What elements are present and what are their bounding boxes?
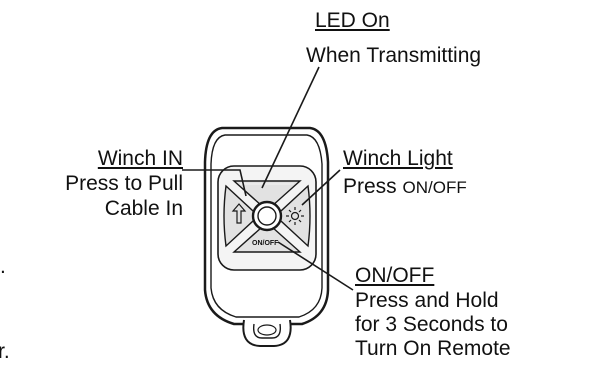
keychain-hole [257,324,277,336]
on-off-callout-heading: ON/OFF [355,264,435,287]
light-icon [286,207,304,225]
winch-light-on-off-text: ON/OFF [402,178,467,197]
led-indicator [257,206,277,226]
winch-light-callout-heading: Winch Light [343,147,453,170]
leader-led [261,66,320,189]
winch-in-callout-line1: Press to Pull [65,172,183,195]
led-callout-text: When Transmitting [306,44,482,67]
leader-winch-light [301,169,341,206]
winch-in-callout-heading: Winch IN [97,147,183,170]
keychain-loop [242,319,292,347]
on-off-callout-line2: for 3 Seconds to [355,313,508,336]
remote-body-inner-outline [210,134,323,318]
led-callout-heading: LED On [315,9,390,32]
winch-in-callout-line2: Cable In [104,197,183,220]
leader-on-off [277,241,354,291]
winch-light-press-text: Press [343,175,403,198]
leader-winch-in [182,169,247,197]
up-arrow-icon [231,203,247,224]
on-off-button-label: ON/OFF [252,240,279,247]
cropped-text-fragment-1: . [0,255,6,278]
on-off-callout-line3: Turn On Remote [355,337,511,360]
on-off-callout-line1: Press and Hold [355,289,499,312]
keychain-loop-inner [252,323,282,339]
cropped-text-fragment-2: r. [0,340,10,363]
winch-light-callout-text: Press ON/OFF [343,176,467,199]
